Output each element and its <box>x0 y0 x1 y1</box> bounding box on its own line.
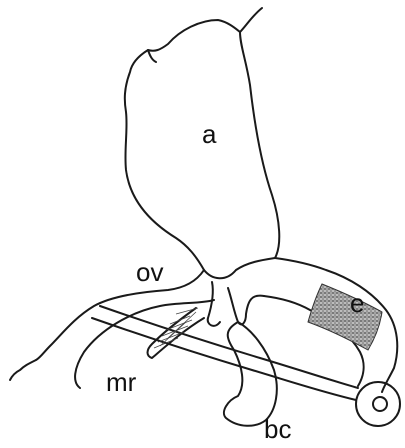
ring-end <box>356 382 400 426</box>
central-duct-left <box>208 282 220 326</box>
label-mr: mr <box>106 367 137 397</box>
ring-hole <box>373 397 387 411</box>
atrium-branch-top <box>240 8 262 32</box>
bursa-copulatrix-outline <box>224 322 277 426</box>
central-duct-right <box>228 288 264 324</box>
retractor-muscle <box>148 308 205 358</box>
label-bc: bc <box>264 414 291 444</box>
label-a: a <box>202 119 217 149</box>
label-e: e <box>350 288 364 318</box>
connective-tissue <box>10 360 36 380</box>
atrium-outline <box>125 20 279 278</box>
oviduct-inner <box>75 300 214 388</box>
label-ov: ov <box>136 257 163 287</box>
atrium-branch-left <box>148 50 156 62</box>
